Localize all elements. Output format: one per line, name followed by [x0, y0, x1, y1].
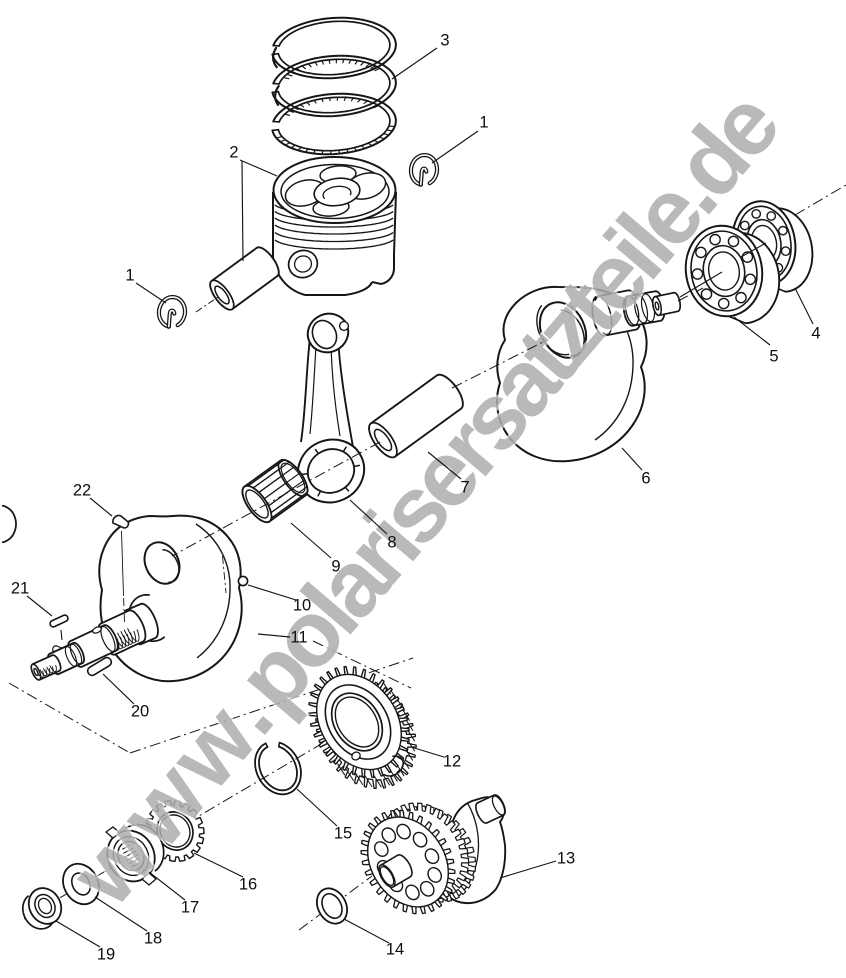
svg-text:14: 14 — [386, 941, 404, 959]
svg-text:2: 2 — [229, 144, 238, 162]
svg-text:19: 19 — [97, 946, 115, 964]
svg-text:1: 1 — [479, 114, 488, 132]
svg-text:18: 18 — [144, 930, 162, 948]
svg-text:15: 15 — [334, 825, 352, 843]
svg-text:8: 8 — [387, 534, 396, 552]
svg-text:1: 1 — [125, 267, 134, 285]
svg-text:9: 9 — [331, 558, 340, 576]
svg-text:4: 4 — [811, 325, 820, 343]
svg-text:3: 3 — [440, 32, 449, 50]
svg-text:16: 16 — [239, 876, 257, 894]
svg-text:10: 10 — [293, 597, 311, 615]
svg-text:22: 22 — [73, 482, 91, 500]
svg-text:17: 17 — [181, 899, 199, 917]
svg-text:11: 11 — [290, 629, 307, 647]
svg-text:5: 5 — [769, 348, 778, 366]
svg-text:6: 6 — [641, 470, 650, 488]
svg-text:21: 21 — [11, 580, 29, 598]
svg-text:20: 20 — [131, 703, 149, 721]
svg-text:13: 13 — [557, 850, 575, 868]
svg-text:7: 7 — [460, 479, 469, 497]
svg-text:12: 12 — [443, 753, 461, 771]
